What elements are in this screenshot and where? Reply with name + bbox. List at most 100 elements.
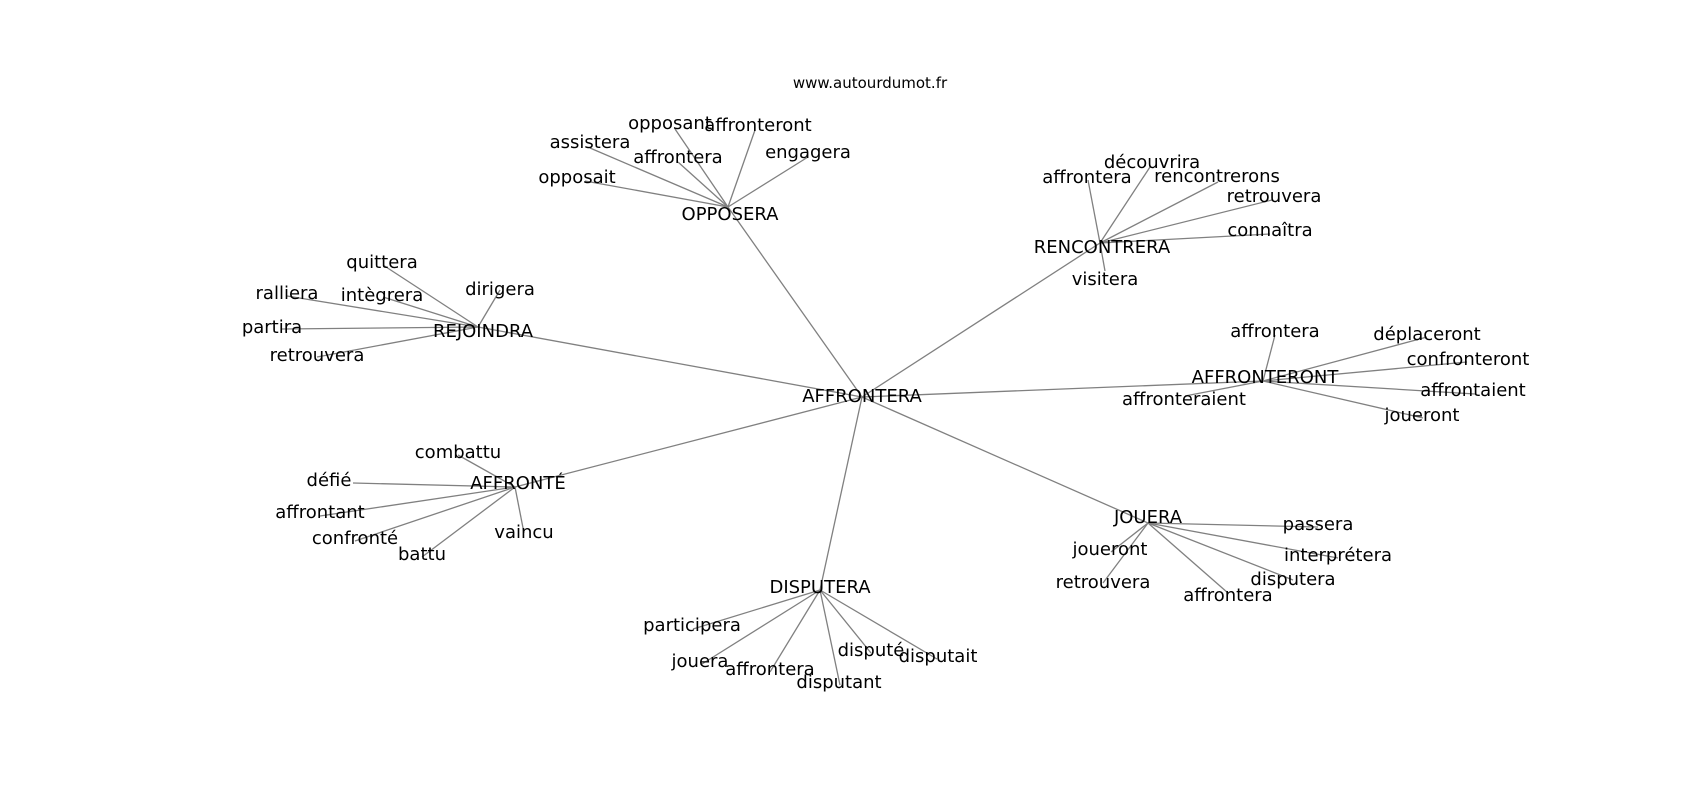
edge-affronteront-to-affronteront-affrontaient (1262, 380, 1476, 395)
edge-rejoindra-to-rejoindra-dirigera (477, 289, 501, 328)
node-opposera-affrontera: affrontera (633, 147, 722, 168)
graph-edges (281, 128, 1476, 686)
edge-jouera-to-jouera-interpretera (1147, 522, 1339, 559)
edge-opposera-to-opposera-assistera (589, 147, 729, 208)
edge-opposera-to-opposera-affronteront (727, 129, 756, 208)
node-jouera-affrontera: affrontera (1183, 585, 1272, 606)
node-disputera: DISPUTERA (769, 577, 871, 598)
edge-rejoindra-to-rejoindra-integrera (382, 296, 479, 328)
node-disputera-jouera: jouera (671, 651, 729, 672)
node-jouera-passera: passera (1283, 514, 1354, 535)
node-rencontrera-decouvrira: découvrira (1104, 152, 1200, 173)
node-affronte-affrontant: affrontant (275, 502, 364, 523)
node-rencontrera-rencontrerons: rencontrerons (1154, 166, 1280, 187)
node-opposera-opposait: opposait (538, 167, 615, 188)
edge-disputera-to-disputera-disputait (819, 589, 938, 660)
edge-affrontera-root-to-jouera (861, 396, 1149, 524)
node-rencontrera-retrouvera: retrouvera (1227, 186, 1322, 207)
node-jouera-interpretera: interprétera (1284, 545, 1392, 566)
edge-affronte-to-affronte-affrontant (319, 486, 516, 517)
node-affronte-vaincu: vaincu (494, 522, 553, 543)
edge-disputera-to-disputera-disputant (819, 589, 841, 686)
edge-affronte-to-affronte-confronte (354, 486, 516, 542)
node-opposera-opposant: opposant (628, 113, 712, 134)
edge-opposera-to-opposera-opposant (674, 128, 729, 208)
node-rencontrera-connaitra: connaîtra (1227, 220, 1312, 241)
node-affronte-defie: défié (307, 470, 352, 491)
node-affronteront-affronteraient: affronteraient (1122, 389, 1246, 410)
edge-rencontrera-to-rencontrera-affrontera (1087, 179, 1101, 244)
edge-rejoindra-to-rejoindra-partira (281, 326, 479, 330)
edge-affronteront-to-affronteront-joueront (1262, 380, 1424, 419)
node-jouera-joueront: joueront (1072, 539, 1148, 560)
node-rencontrera-visitera: visitera (1072, 269, 1139, 290)
node-rencontrera: RENCONTRERA (1034, 237, 1171, 258)
edge-rejoindra-to-rejoindra-quittera (382, 264, 479, 328)
edge-affrontera-root-to-affronte (514, 396, 863, 488)
edge-rencontrera-to-rencontrera-decouvrira (1099, 166, 1151, 244)
graph-labels: AFFRONTERAOPPOSERAopposantaffronterontas… (242, 113, 1530, 693)
edge-jouera-to-jouera-affrontera (1147, 522, 1229, 594)
source-label: www.autourdumot.fr (793, 74, 948, 92)
edge-opposera-to-opposera-engagera (727, 156, 809, 208)
node-affronteront-confronteront: confronteront (1407, 349, 1530, 370)
node-rejoindra-dirigera: dirigera (465, 279, 535, 300)
node-rencontrera-affrontera: affrontera (1042, 167, 1131, 188)
edge-jouera-to-jouera-joueront (1110, 522, 1149, 553)
node-rejoindra-retrouvera: retrouvera (270, 345, 365, 366)
node-affronte-battu: battu (398, 544, 446, 565)
node-affronteront: AFFRONTERONT (1192, 367, 1340, 388)
edge-affrontera-root-to-disputera (819, 396, 863, 591)
edge-jouera-to-jouera-disputera (1147, 522, 1294, 581)
node-opposera: OPPOSERA (682, 204, 780, 225)
edge-opposera-to-opposera-affrontera (677, 161, 729, 208)
edge-affronte-to-affronte-combattu (457, 454, 516, 488)
node-rejoindra-quittera: quittera (346, 252, 417, 273)
edge-affrontera-root-to-affronteront (861, 380, 1264, 398)
edge-rencontrera-to-rencontrera-connaitra (1099, 233, 1271, 244)
edge-affronte-to-affronte-vaincu (514, 486, 525, 534)
edge-affronteront-to-affronteront-deplaceront (1262, 336, 1428, 382)
node-disputera-affrontera: affrontera (725, 659, 814, 680)
node-affronteront-deplaceront: déplaceront (1373, 324, 1480, 345)
node-jouera: JOUERA (1113, 507, 1183, 528)
edge-disputera-to-disputera-participera (692, 589, 821, 630)
node-rejoindra: REJOINDRA (433, 321, 534, 342)
node-affronteront-joueront: joueront (1384, 405, 1460, 426)
edge-jouera-to-jouera-retrouvera (1102, 522, 1149, 584)
node-disputera-participera: participera (643, 615, 741, 636)
edge-rencontrera-to-rencontrera-retrouvera (1099, 199, 1273, 244)
edge-affronteront-to-affronteront-affrontera (1262, 334, 1276, 382)
edge-affrontera-root-to-rejoindra (477, 326, 863, 398)
node-jouera-retrouvera: retrouvera (1056, 572, 1151, 593)
node-rejoindra-integrera: intègrera (341, 285, 423, 306)
node-affronte: AFFRONTÉ (470, 472, 566, 494)
edge-disputera-to-disputera-dispute (819, 589, 872, 654)
node-affronte-combattu: combattu (415, 442, 501, 463)
node-affronteront-affrontaient: affrontaient (1420, 380, 1526, 401)
edge-rencontrera-to-rencontrera-visitera (1099, 242, 1106, 272)
node-opposera-assistera: assistera (550, 132, 631, 153)
node-disputera-disputait: disputait (899, 646, 978, 667)
node-disputera-dispute: disputé (838, 640, 905, 661)
node-jouera-disputera: disputera (1250, 569, 1335, 590)
node-disputera-disputant: disputant (796, 672, 881, 693)
edge-affronteront-to-affronteront-confronteront (1262, 361, 1468, 382)
edge-rencontrera-to-rencontrera-rencontrerons (1099, 181, 1219, 244)
node-rejoindra-partira: partira (242, 317, 302, 338)
edge-affronteront-to-affronteront-affronteraient (1184, 380, 1264, 397)
node-affronteront-affrontera: affrontera (1230, 321, 1319, 342)
edge-affrontera-root-to-rencontrera (861, 242, 1101, 398)
node-opposera-affronteront: affronteront (704, 115, 811, 136)
edge-rejoindra-to-rejoindra-ralliera (286, 295, 479, 328)
edge-affrontera-root-to-opposera (727, 206, 863, 398)
edge-jouera-to-jouera-passera (1147, 522, 1319, 528)
node-opposera-engagera: engagera (765, 142, 851, 163)
node-affronte-confronte: confronté (312, 528, 398, 549)
edge-rejoindra-to-rejoindra-retrouvera (316, 326, 479, 358)
node-rejoindra-ralliera: ralliera (256, 283, 319, 304)
edge-affronte-to-affronte-battu (421, 486, 516, 558)
edge-disputera-to-disputera-affrontera (769, 589, 821, 673)
edge-disputera-to-disputera-jouera (701, 589, 821, 665)
